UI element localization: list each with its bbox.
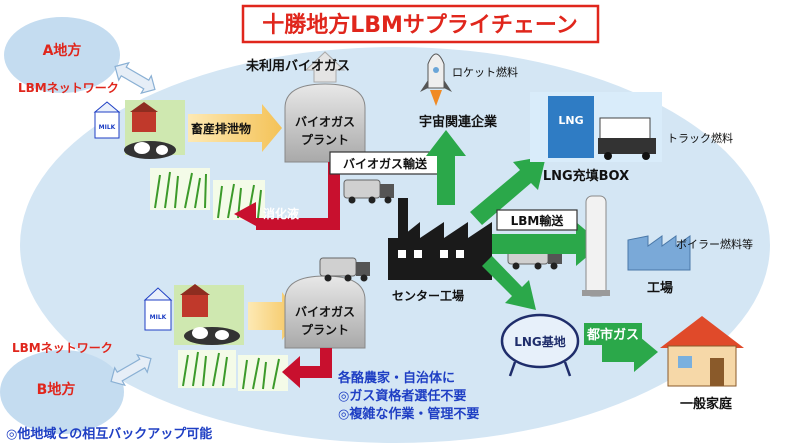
space-companies-label: 宇宙関連企業 <box>419 114 498 130</box>
biogas-plant-bottom-line2: プラント <box>301 322 349 337</box>
digestive-fluid-arrow-bottom <box>282 348 332 388</box>
arrow-to-lng-base <box>482 256 536 310</box>
page-title: 十勝地方LBMサプライチェーン <box>262 12 578 38</box>
rocket-icon <box>420 53 452 106</box>
lng-base-label: LNG基地 <box>514 334 566 349</box>
truck-fuel-label: トラック燃料 <box>667 131 733 145</box>
household-label: 一般家庭 <box>680 396 733 412</box>
center-factory-label: センター工場 <box>392 288 464 303</box>
lbm-transport-box <box>496 209 578 231</box>
factory-building-icon <box>627 235 691 271</box>
unused-biogas-arrow <box>304 51 346 83</box>
milk-carton-bottom-icon: MILK <box>143 287 173 331</box>
lng-box-label: LNG充填BOX <box>543 168 629 184</box>
biogas-truck-bottom-icon <box>319 257 370 282</box>
lng-base-icon <box>500 313 580 377</box>
network-arrow-b-icon <box>110 353 152 387</box>
benefits-line1: 各酪農家・自治体に <box>337 370 455 386</box>
benefits-line3: ◎複雑な作業・管理不要 <box>338 406 479 422</box>
lng-box-sign: LNG <box>558 114 583 127</box>
title-box <box>241 4 600 44</box>
farm-bottom-icon <box>174 284 244 345</box>
unused-biogas-label: 未利用バイオガス <box>245 58 350 74</box>
city-gas-label: 都市ガス <box>586 327 639 343</box>
grass-top-icon <box>150 168 265 220</box>
arrow-to-space <box>426 130 466 205</box>
center-factory-icon <box>388 198 492 280</box>
biogas-transport-label: バイオガス輸送 <box>343 156 428 171</box>
livestock-arrow <box>188 104 282 152</box>
milk-carton-top-icon: MILK <box>93 101 121 139</box>
region-b-ellipse <box>0 350 124 434</box>
biogas-plant-bottom: バイオガス プラント <box>284 275 366 349</box>
grass-bottom-icon <box>178 350 288 391</box>
factory-label: 工場 <box>647 280 673 296</box>
milk-carton-bottom-label: MILK <box>150 314 167 321</box>
livestock-waste-label: 畜産排泄物 <box>191 121 251 136</box>
house-icon <box>660 316 744 387</box>
network-arrow-a-icon <box>114 61 156 95</box>
biogas-plant-top-line2: プラント <box>301 132 349 147</box>
region-a-ellipse <box>4 17 120 93</box>
region-b-network: LBMネットワーク <box>12 341 113 355</box>
rocket-fuel-label: ロケット燃料 <box>452 65 518 79</box>
biogas-plant-top: バイオガス プラント <box>284 83 366 163</box>
arrow-to-lng-box <box>470 156 546 225</box>
digestive-fluid-label: 消化液 <box>263 206 299 221</box>
arrow-to-factory <box>492 222 602 266</box>
lbm-transport-label: LBM輸送 <box>511 213 565 228</box>
biogas-truck-top-icon <box>343 179 394 204</box>
backup-label: ◎他地域との相互バックアップ可能 <box>6 426 212 442</box>
lng-box-icon: LNG <box>530 92 662 162</box>
region-b-label: B地方 <box>37 381 76 398</box>
storage-tank-icon <box>582 195 610 297</box>
city-gas-box <box>584 323 642 345</box>
farm-top-icon <box>124 100 185 159</box>
region-a-network: LBMネットワーク <box>18 81 119 95</box>
milk-carton-top-label: MILK <box>99 124 116 131</box>
biogas-plant-top-line1: バイオガス <box>295 114 355 129</box>
boiler-fuel-label: ボイラー燃料等 <box>676 237 753 251</box>
biogas-plant-bottom-line1: バイオガス <box>295 304 355 319</box>
digestive-fluid-arrow-top <box>234 162 340 230</box>
region-a-label: A地方 <box>43 42 82 59</box>
benefits-line2: ◎ガス資格者選任不要 <box>338 388 466 404</box>
